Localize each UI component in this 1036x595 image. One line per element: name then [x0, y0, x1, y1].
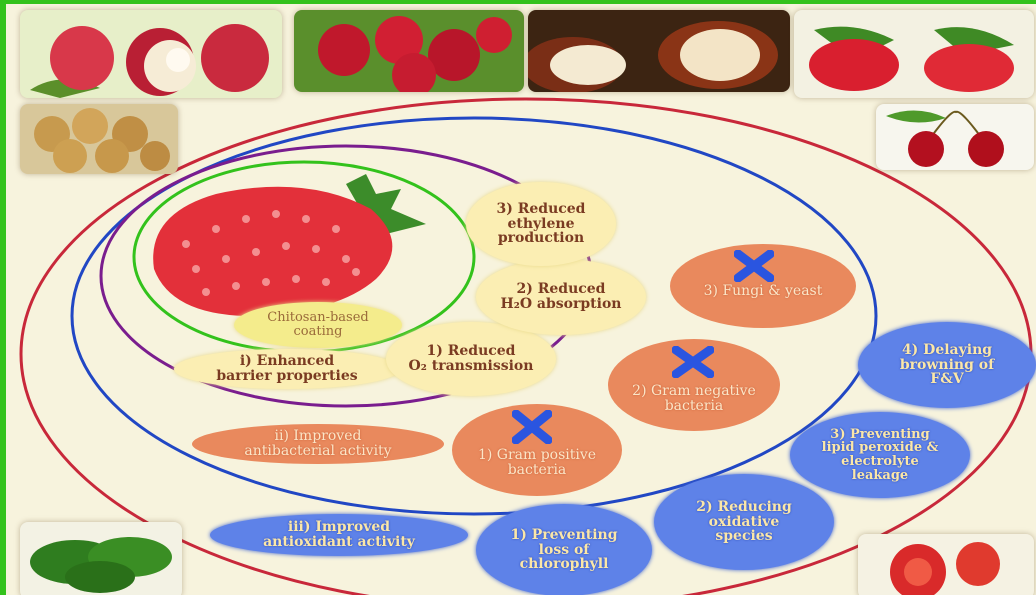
- rambutan-icon: [528, 10, 790, 92]
- improved-antibacterial-label: ii) Improved antibacterial activity: [192, 424, 444, 464]
- delaying-browning-label: 4) Delaying browning of F&V: [858, 322, 1036, 408]
- reduced-ethylene-label: 3) Reduced ethylene production: [466, 182, 616, 266]
- cherries-icon: [876, 104, 1034, 170]
- chitosan-coating-label: Chitosan-based coating: [234, 302, 402, 348]
- strawberry-icon: [146, 174, 436, 319]
- improved-antioxidant-label: iii) Improved antioxidant activity: [210, 514, 468, 556]
- enhanced-barrier-label: i) Enhanced barrier properties: [174, 349, 400, 389]
- red-berries-icon: [294, 10, 524, 92]
- preventing-lipid-peroxide-label: 3) Preventing lipid peroxide & electroly…: [790, 412, 970, 498]
- tomatoes-icon: [858, 534, 1034, 595]
- reduced-o2-label: 1) Reduced O₂ transmission: [386, 322, 556, 396]
- preventing-chlorophyll-loss-label: 1) Preventing loss of chlorophyll: [476, 504, 652, 595]
- x-mark-gram-positive-icon: [512, 410, 552, 444]
- x-mark-fungi-icon: [734, 250, 774, 282]
- reducing-oxidative-species-label: 2) Reducing oxidative species: [654, 474, 834, 570]
- spinach-icon: [20, 522, 182, 595]
- strawberries-icon: [794, 10, 1034, 98]
- x-mark-gram-negative-icon: [672, 346, 714, 378]
- reduced-h2o-label: 2) Reduced H₂O absorption: [476, 259, 646, 335]
- lychee-icon: [20, 10, 282, 98]
- longan-icon: [20, 104, 178, 174]
